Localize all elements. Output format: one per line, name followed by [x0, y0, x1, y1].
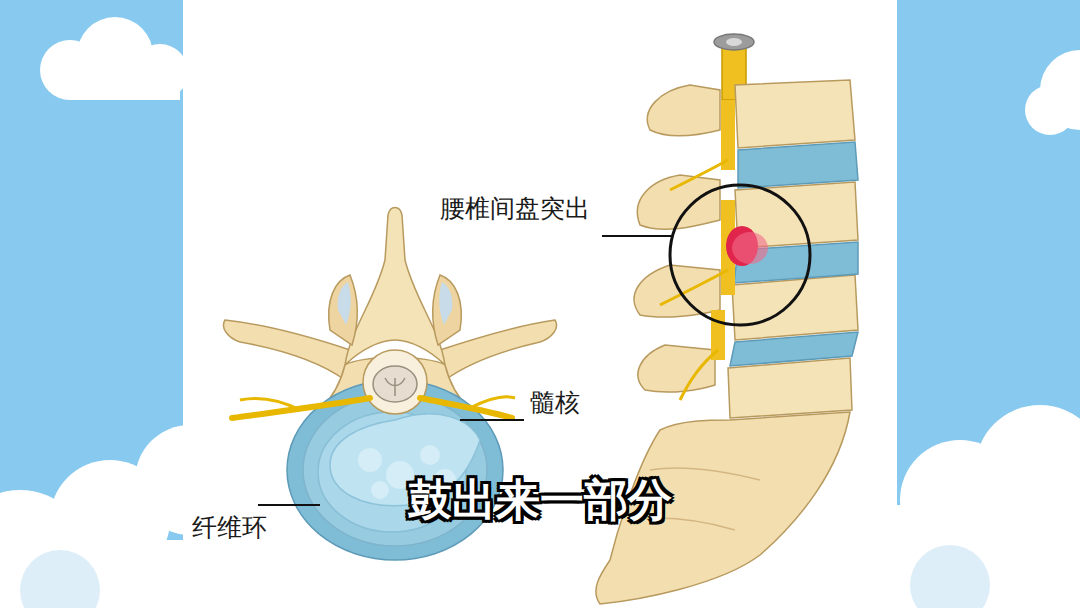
subtitle-caption: 鼓出来一部分 — [408, 474, 672, 527]
leader-line — [460, 419, 524, 421]
leader-line — [258, 504, 320, 506]
leader-line — [602, 235, 672, 237]
clouds — [0, 17, 1080, 608]
cloud-shade — [20, 545, 990, 608]
part-label: 腰椎间盘突出 — [440, 194, 590, 224]
part-label: 纤维环 — [192, 513, 267, 543]
part-label: 髓核 — [530, 388, 580, 418]
highlight-circle — [670, 185, 810, 325]
